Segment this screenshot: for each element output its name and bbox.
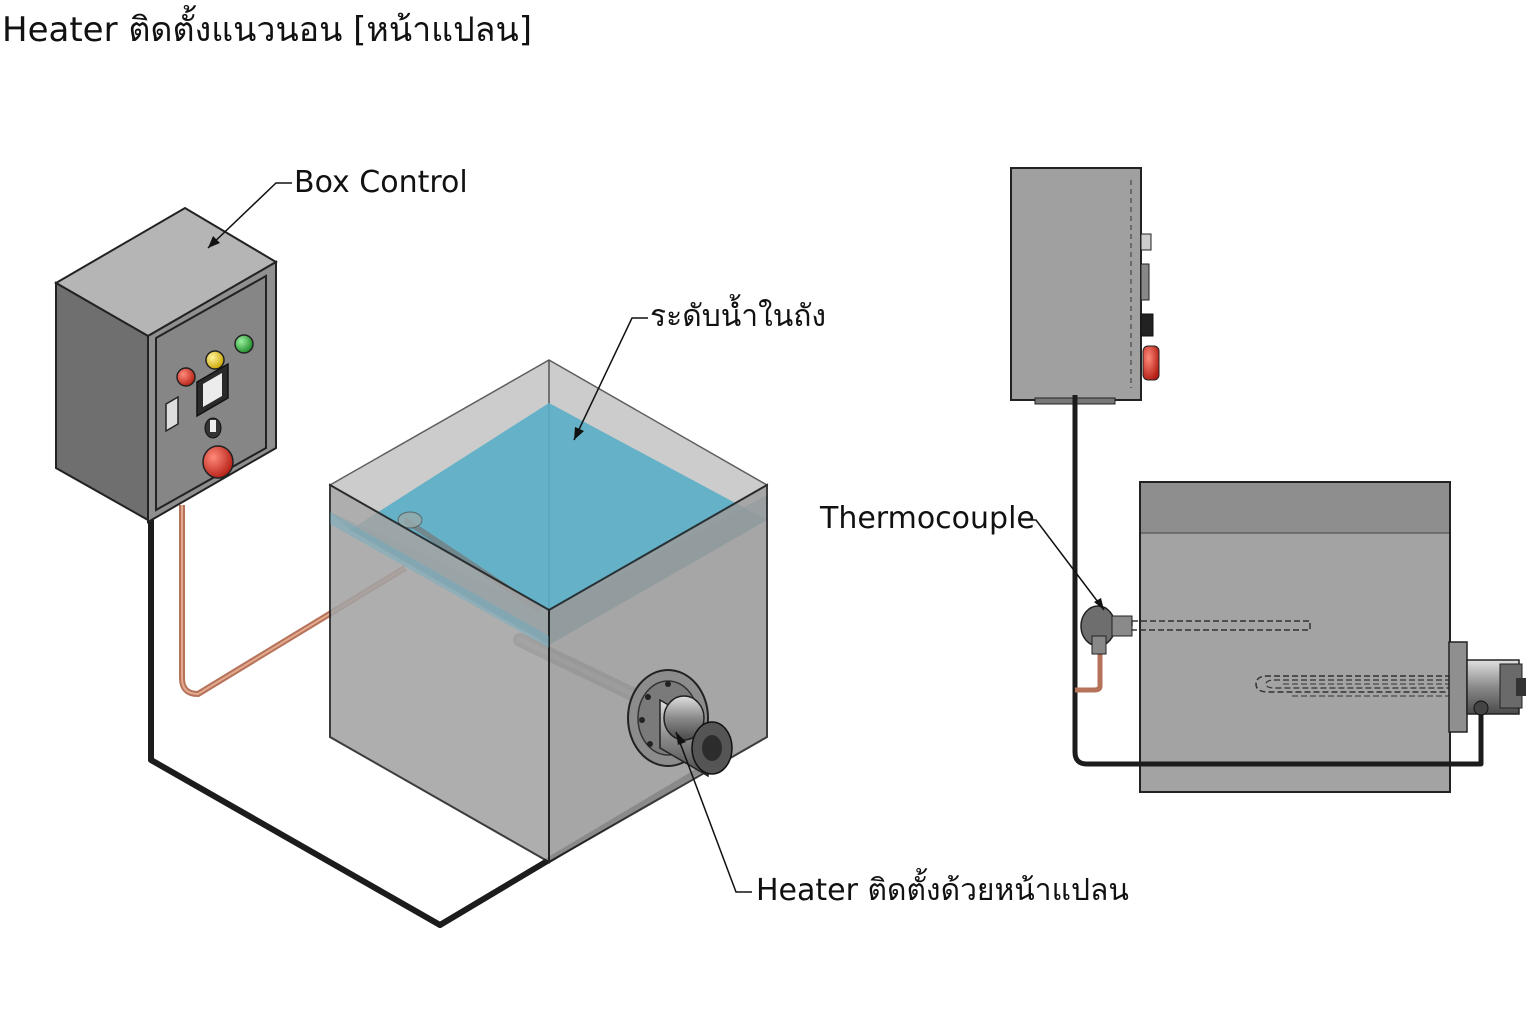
emergency-stop-icon xyxy=(202,445,234,479)
thermocouple-leader xyxy=(1022,519,1105,611)
indicator-red-icon xyxy=(176,367,196,387)
tank-side xyxy=(1139,481,1451,793)
thermocouple-head xyxy=(1080,605,1311,655)
power-cable-side xyxy=(1072,395,1484,767)
heater-flange-leader xyxy=(675,731,752,893)
indicator-yellow-icon xyxy=(205,350,225,370)
box-control xyxy=(54,206,278,524)
heater-elements-side xyxy=(1255,675,1460,697)
thermocouple-label: Thermocouple xyxy=(820,501,1035,536)
page-title: Heater ติดตั้งแนวนอน [หน้าแปลน] xyxy=(2,10,533,50)
indicator-green-icon xyxy=(234,334,254,354)
emergency-stop-side-icon xyxy=(1142,345,1160,381)
box-control-side xyxy=(1010,167,1142,401)
box-control-leader xyxy=(207,182,292,249)
water-level-label: ระดับน้ำในถัง xyxy=(650,299,827,334)
flange-head-side xyxy=(1448,641,1526,733)
tank xyxy=(328,359,769,864)
box-control-label: Box Control xyxy=(294,165,468,200)
heater-flange-label: Heater ติดตั้งด้วยหน้าแปลน xyxy=(756,873,1129,908)
switch-icon xyxy=(165,395,179,433)
side-view xyxy=(1010,167,1526,793)
water-level-leader xyxy=(573,317,648,441)
flange-heater xyxy=(627,669,733,778)
